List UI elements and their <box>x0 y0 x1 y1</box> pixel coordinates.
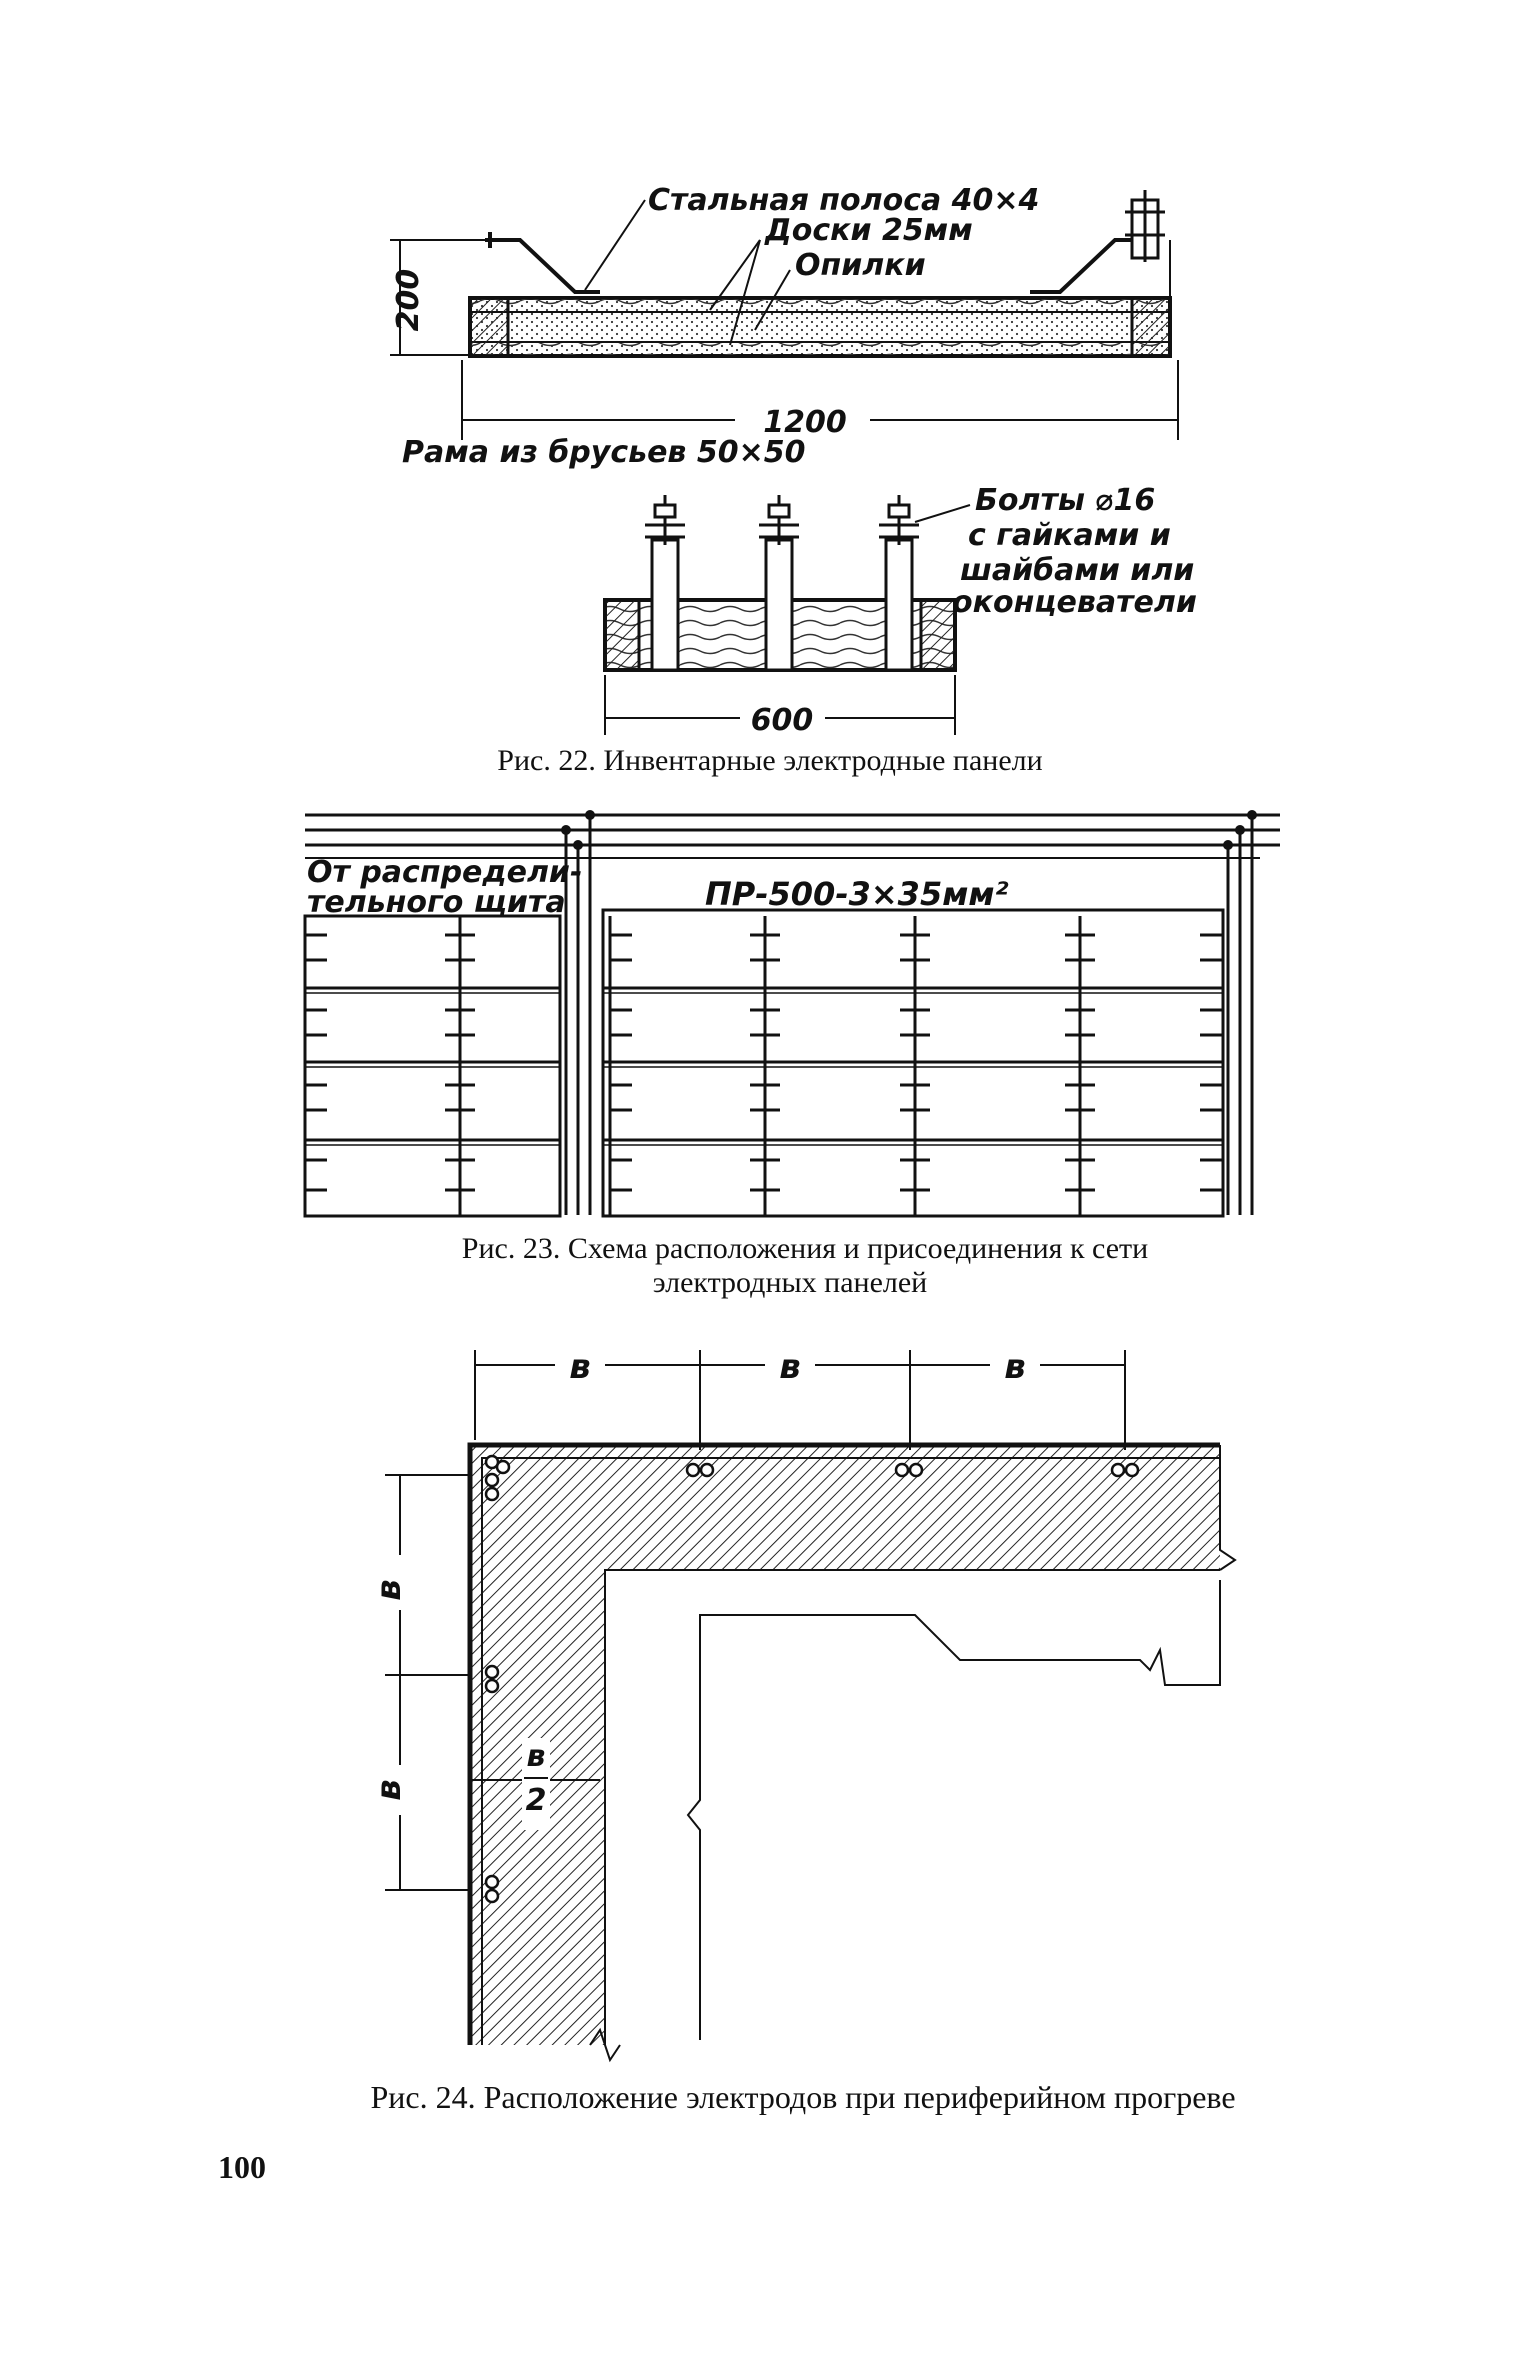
electrode-columns <box>303 916 1225 1216</box>
figure-23: От распредели- тельного щита ПР-500-3×35… <box>303 810 1280 1299</box>
frame-label: Рама из брусьев 50×50 <box>402 435 805 470</box>
figure-24: в в в в в <box>369 1347 1237 2115</box>
figure-22-caption: Рис. 22. Инвентарные электродные панели <box>497 744 1042 777</box>
dimension-b-top-3: в <box>1004 1347 1026 1387</box>
figure-24-caption: Рис. 24. Расположение электродов при пер… <box>370 2079 1235 2115</box>
figure-23-caption-line1: Рис. 23. Схема расположения и присоедине… <box>462 1232 1148 1265</box>
electrodes-left <box>484 1472 500 1904</box>
dimension-b-top-2: в <box>779 1347 801 1387</box>
bolts-label-line2: с гайками и <box>968 518 1171 553</box>
source-label-line2: тельного щита <box>307 885 566 920</box>
height-dimension: 200 <box>391 269 426 332</box>
source-label-line1: От распредели- <box>307 855 582 890</box>
sawdust-label: Опилки <box>795 248 926 283</box>
figure-22: 200 Стальная полоса 40×4 Доски 25мм Опил… <box>390 183 1197 777</box>
bolt-right <box>879 495 919 672</box>
length-dimension: 1200 <box>763 405 847 440</box>
cable-label: ПР-500-3×35мм² <box>705 875 1009 913</box>
width-dimension: 600 <box>751 703 814 738</box>
dimension-b-top-1: в <box>569 1347 591 1387</box>
page-number: 100 <box>218 2149 266 2185</box>
bolts-label-line3: шайбами или <box>960 553 1194 588</box>
panel-grid-rows <box>305 986 1223 1146</box>
steel-strip-label: Стальная полоса 40×4 <box>648 183 1039 218</box>
concrete-section <box>470 1445 1220 2045</box>
electrode-teeth <box>305 933 1223 1192</box>
dimension-b-left-1: в <box>369 1579 409 1601</box>
dimension-half-numerator: в <box>527 1739 546 1774</box>
electrodes-top <box>484 1454 1140 1478</box>
figure-23-caption-line2: электродных панелей <box>653 1266 927 1299</box>
bolts-label-line1: Болты ⌀16 <box>975 483 1155 518</box>
boards-label: Доски 25мм <box>764 213 973 248</box>
dimension-half-denominator: 2 <box>526 1783 547 1818</box>
dimension-b-left-2: в <box>369 1779 409 1801</box>
bolts-label-line4: оконцеватели <box>952 585 1197 620</box>
bolt-middle <box>759 495 799 672</box>
bolt-left <box>645 495 685 672</box>
